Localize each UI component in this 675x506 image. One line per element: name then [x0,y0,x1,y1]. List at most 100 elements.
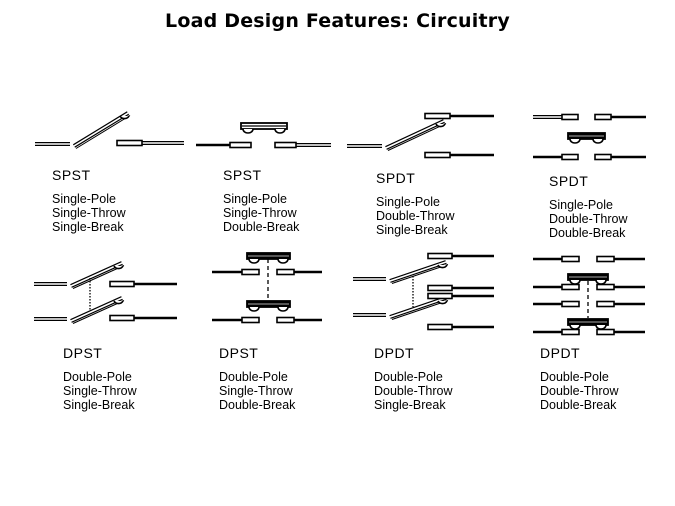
blade-edge [75,115,131,149]
switch-label-dpdt-db: DPDT Double-Pole Double-Throw Double-Bre… [540,345,619,412]
switch-abbr: SPST [223,167,262,183]
switch-description: Single-Pole Single-Throw Single-Break [52,192,126,234]
break-text: Single-Break [376,223,448,237]
pole-text: Double-Pole [374,370,443,384]
switch-label-spst-sb: SPST Single-Pole Single-Throw Single-Bre… [52,167,126,234]
switch-description: Double-Pole Double-Throw Single-Break [374,370,453,412]
contact-dome [113,300,124,305]
fixed-contact [274,141,297,149]
wire [385,119,444,148]
fixed-contact [424,112,451,120]
contact-dome [119,115,130,120]
pole-text: Single-Pole [223,192,287,206]
contact-dome [569,324,581,330]
fixed-contact [424,151,451,159]
contact-dome [242,128,254,134]
contact-dome [277,258,289,264]
contact-dome [437,300,448,305]
contact-dome [592,138,604,144]
wire [390,298,447,319]
dpst-double-break-switch-icon [212,252,322,324]
break-text: Double-Break [223,220,300,234]
wire [74,113,130,148]
switch-description: Single-Pole Single-Throw Double-Break [223,192,299,234]
wire [72,111,128,146]
fixed-contact [561,300,580,308]
wire [70,296,122,321]
switch-description: Double-Pole Single-Throw Single-Break [63,370,137,412]
pole-text: Double-Pole [219,370,288,384]
throw-text: Single-Throw [223,206,297,220]
wire [389,260,446,281]
switch-description: Single-Pole Double-Throw Double-Break [549,198,628,240]
pole-text: Double-Pole [63,370,132,384]
contact-dome [569,279,581,285]
fixed-contact [427,323,453,331]
contact-dome [277,306,289,312]
contact-dome [569,138,581,144]
switch-abbr: SPST [52,167,91,183]
fixed-contact [241,316,260,324]
fixed-contact [276,268,295,276]
wire [71,263,123,288]
switch-label-spst-db: SPST Single-Pole Single-Throw Double-Bre… [223,167,299,234]
break-text: Double-Break [219,398,296,412]
spdt-double-break-switch-icon [533,113,646,161]
throw-text: Single-Throw [219,384,293,398]
spst-double-break-switch-icon [196,122,331,149]
switch-label-dpst-db: DPST Double-Pole Single-Throw Double-Bre… [219,345,295,412]
fixed-contact [427,284,453,292]
wire [71,298,123,323]
switch-description: Double-Pole Double-Throw Double-Break [540,370,619,412]
dpst-single-break-switch-icon [34,261,177,324]
fixed-contact [116,139,143,147]
fixed-contact [561,113,579,121]
contact-dome [595,324,607,330]
fixed-contact [427,292,453,300]
fixed-contact [561,153,579,161]
fixed-contact [276,316,295,324]
spdt-single-break-switch-icon [347,112,494,159]
break-text: Single-Break [52,220,124,234]
switch-abbr: SPDT [376,170,416,186]
break-text: Double-Break [549,226,626,240]
switch-abbr: DPST [219,345,259,361]
switch-label-dpst-sb: DPST Double-Pole Single-Throw Single-Bre… [63,345,137,412]
pole-text: Single-Pole [52,192,116,206]
break-text: Double-Break [540,398,617,412]
throw-text: Double-Throw [549,212,628,226]
fixed-contact [109,314,135,322]
throw-text: Single-Throw [52,206,126,220]
switch-abbr: SPDT [549,173,589,189]
break-text: Single-Break [374,398,446,412]
fixed-contact [596,328,615,336]
fixed-contact [594,113,612,121]
fixed-contact [561,255,580,263]
throw-text: Single-Throw [63,384,137,398]
switch-label-spdt-db: SPDT Single-Pole Double-Throw Double-Bre… [549,173,628,240]
fixed-contact [596,300,615,308]
fixed-contact [596,283,615,291]
blade-edge [72,300,125,324]
contact-dome [248,306,260,312]
pole-text: Single-Pole [549,198,613,212]
fixed-contact [109,280,135,288]
contact-dome [437,264,448,269]
dpdt-single-break-switch-icon [353,252,494,331]
switch-abbr: DPDT [540,345,581,361]
switch-label-dpdt-sb: DPDT Double-Pole Double-Throw Single-Bre… [374,345,453,412]
throw-text: Double-Throw [376,209,455,223]
pole-text: Single-Pole [376,195,440,209]
contact-dome [274,128,286,134]
break-text: Single-Break [63,398,135,412]
blade-edge [387,123,447,151]
fixed-contact [561,283,580,291]
blade-edge [72,265,125,289]
contact-dome [113,265,124,270]
fixed-contact [594,153,612,161]
fixed-contact [561,328,580,336]
wire [389,296,446,317]
contact-dome [595,279,607,285]
contact-dome [248,258,260,264]
switch-description: Single-Pole Double-Throw Single-Break [376,195,455,237]
